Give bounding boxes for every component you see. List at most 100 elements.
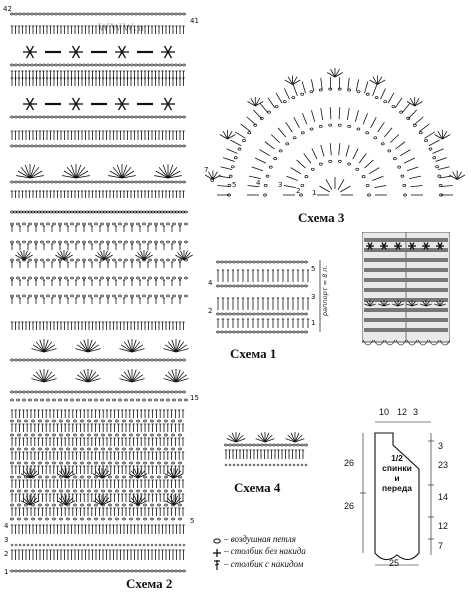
chain-stitch <box>268 284 272 288</box>
chain-stitch <box>94 258 98 262</box>
shell-fan <box>163 369 189 383</box>
chain-stitch <box>130 180 134 184</box>
shell-stitch <box>87 371 97 383</box>
scheme-3-diagram <box>204 68 466 197</box>
chain-stitch <box>216 312 220 316</box>
shell-stitch <box>20 473 31 479</box>
flower-center <box>410 244 414 248</box>
chain-stitch <box>85 210 89 214</box>
chain-stitch <box>70 398 74 402</box>
chain-stitch <box>34 180 38 184</box>
chain-stitch <box>14 144 18 148</box>
sc-row <box>224 463 308 467</box>
shell-stitch <box>414 101 423 107</box>
shell-stitch <box>32 374 45 383</box>
chain-stitch <box>136 433 140 437</box>
chain-stitch <box>90 180 94 184</box>
chain-stitch <box>174 358 178 362</box>
chain-stitch <box>38 461 42 465</box>
chain-stitch <box>115 210 119 214</box>
fan-chain <box>318 88 323 92</box>
fan-dc <box>325 179 333 191</box>
shell-stitch <box>369 79 378 85</box>
chain-stitch <box>256 443 260 447</box>
chain-stitch <box>19 210 23 214</box>
chain-stitch <box>121 210 125 214</box>
chain-stitch <box>10 390 14 394</box>
chain-stitch <box>288 330 292 334</box>
shell-stitch <box>292 79 301 85</box>
scheme-3-row-2: 2 <box>296 187 301 195</box>
fan-chain <box>291 96 296 99</box>
shell-stitch <box>17 252 25 261</box>
chain-stitch <box>304 260 308 264</box>
fan-row <box>263 123 407 197</box>
scheme-2-chart: 42 41 15 5 4 3 2 1 Схема 2 <box>0 0 200 595</box>
fan-chain <box>387 149 392 153</box>
chain-stitch <box>14 12 18 16</box>
chain-stitch <box>106 398 110 402</box>
chain-stitch <box>100 398 104 402</box>
chain-stitch <box>110 358 114 362</box>
chain-stitch <box>54 63 58 67</box>
chain-stitch <box>80 447 84 451</box>
chain-stitch <box>178 294 182 298</box>
shell-stitch <box>128 500 139 506</box>
chain-stitch <box>280 443 284 447</box>
shell-stitch <box>97 468 103 479</box>
chain-stitch <box>31 517 35 521</box>
chain-stitch <box>240 284 244 288</box>
chain-stitch <box>264 312 268 316</box>
chain-stitch <box>10 569 14 573</box>
chain-stitch <box>38 517 42 521</box>
shell-stitch <box>173 470 182 479</box>
chain-stitch <box>178 63 182 67</box>
shell-stitch <box>169 495 175 506</box>
flower-motif <box>422 242 430 250</box>
chain-stitch <box>304 312 308 316</box>
chain-stitch <box>174 390 178 394</box>
chain-stitch <box>178 210 182 214</box>
chain-stitch <box>178 398 182 402</box>
fan-dc <box>435 157 448 162</box>
chain-stitch <box>28 210 32 214</box>
fan-chain <box>247 131 252 135</box>
shell-fan <box>449 170 466 180</box>
chain-stitch <box>82 294 86 298</box>
chain-stitch <box>244 330 248 334</box>
chain-stitch <box>22 358 26 362</box>
chain-stitch <box>22 222 26 226</box>
chain-stitch <box>150 489 154 493</box>
chain-stitch <box>288 260 292 264</box>
fan-dc <box>419 123 430 132</box>
chain-stitch <box>38 144 42 148</box>
chain-stitch <box>106 144 110 148</box>
chain-stitch <box>70 240 74 244</box>
chain-stitch <box>14 390 18 394</box>
scheme-4-caption: Схема 4 <box>234 480 281 495</box>
shell-stitch <box>290 432 296 443</box>
shell-fan <box>20 495 40 506</box>
fan-dc <box>410 185 423 188</box>
chain-stitch <box>112 398 116 402</box>
chain-stitch <box>106 12 110 16</box>
chain-stitch <box>46 180 50 184</box>
chain-stitch <box>122 358 126 362</box>
chain-stitch <box>94 419 98 423</box>
chain-stitch <box>124 210 128 214</box>
fan-chain <box>356 127 361 131</box>
fan-dc <box>264 141 275 150</box>
shell-stitch <box>173 497 182 506</box>
chain-stitch <box>143 475 147 479</box>
shell-stitch <box>235 434 244 443</box>
chain-stitch <box>172 210 176 214</box>
chain-stitch <box>46 12 50 16</box>
chain-stitch <box>10 433 14 437</box>
chain-stitch <box>26 180 30 184</box>
shell-stitch <box>383 303 390 307</box>
chain-stitch <box>150 433 154 437</box>
chain-stitch <box>138 180 142 184</box>
chain-row <box>10 63 186 67</box>
chain-stitch <box>101 419 105 423</box>
chain-stitch <box>24 517 28 521</box>
